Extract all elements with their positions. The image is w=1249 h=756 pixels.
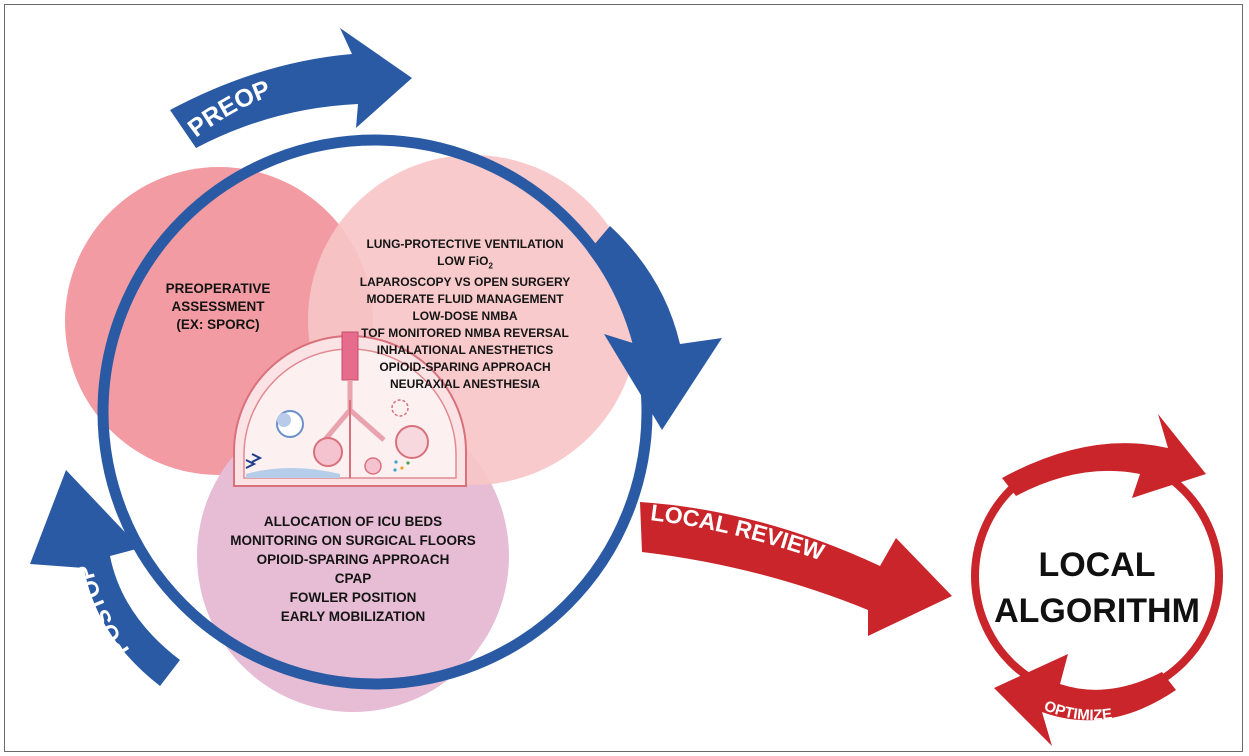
postop-item: CPAP — [334, 571, 372, 586]
preop-item: (EX: SPORC) — [176, 317, 260, 332]
lungs-illustration — [233, 331, 467, 487]
preop-item: ASSESSMENT — [171, 299, 265, 314]
preop-items: PREOPERATIVE ASSESSMENT (EX: SPORC) — [118, 280, 318, 334]
cycle-ring — [97, 134, 653, 690]
intraop-item: LOW-DOSE NMBA — [412, 309, 518, 324]
figure-border — [4, 4, 1243, 752]
intraop-item: NEURAXIAL ANESTHESIA — [389, 377, 541, 392]
intraop-item: LOW FiO2 — [437, 254, 493, 271]
postop-item: EARLY MOBILIZATION — [280, 609, 426, 624]
intraop-items: LUNG-PROTECTIVE VENTILATION LOW FiO2 LAP… — [340, 236, 590, 393]
postop-items: ALLOCATION OF ICU BEDS MONITORING ON SUR… — [228, 512, 478, 626]
intraop-item: TOF MONITORED NMBA REVERSAL — [361, 326, 569, 341]
intraop-item: OPIOID-SPARING APPROACH — [379, 360, 551, 375]
postop-item: OPIOID-SPARING APPROACH — [256, 552, 450, 567]
local-algorithm-line: LOCAL — [1038, 546, 1156, 584]
postop-item: MONITORING ON SURGICAL FLOORS — [230, 533, 476, 548]
intraop-item: MODERATE FLUID MANAGEMENT — [366, 292, 564, 307]
intraop-item: LUNG-PROTECTIVE VENTILATION — [366, 237, 564, 251]
local-algorithm-title: LOCAL ALGORITHM — [982, 542, 1212, 634]
preop-item: PREOPERATIVE — [165, 281, 271, 296]
postop-item: FOWLER POSITION — [289, 590, 417, 605]
postop-item: ALLOCATION OF ICU BEDS — [263, 514, 443, 529]
preop-arrow: PREOP — [170, 28, 412, 148]
local-review-arrow: LOCAL REVIEW — [640, 499, 952, 636]
intraop-item: LAPAROSCOPY VS OPEN SURGERY — [359, 275, 571, 290]
intraop-item: INHALATIONAL ANESTHETICS — [376, 343, 554, 358]
local-algorithm-line: ALGORITHM — [994, 592, 1200, 630]
